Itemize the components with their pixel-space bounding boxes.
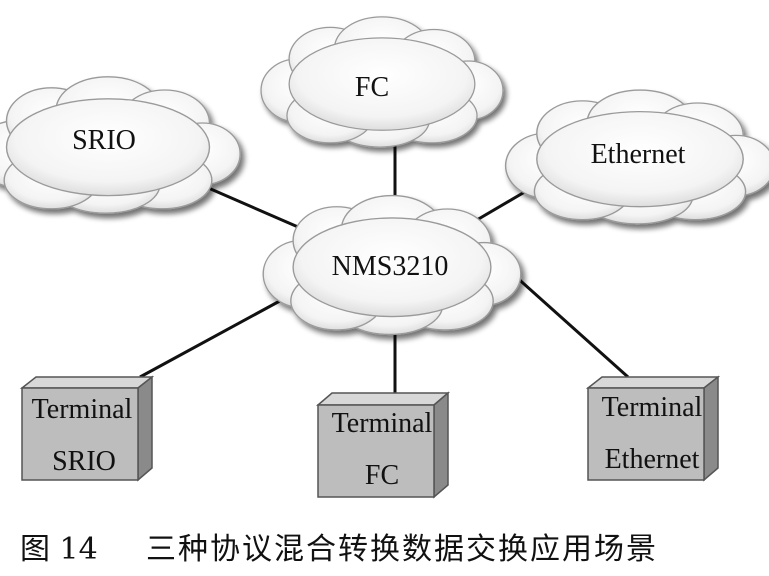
terminal-srio-box	[19, 375, 155, 482]
terminal-ethernet-label-line1: Terminal	[602, 392, 703, 423]
fc-cloud-label: FC	[355, 72, 389, 103]
figure-caption: 图 14 三种协议混合转换数据交换应用场景	[0, 518, 769, 568]
hub-label: NMS3210	[332, 251, 449, 282]
figure-number: 图 14	[20, 532, 98, 567]
srio-cloud-label: SRIO	[72, 125, 136, 156]
terminal-ethernet-label-line2: Ethernet	[605, 444, 700, 475]
terminal-ethernet-box	[585, 375, 721, 482]
terminal-srio-label-line1: Terminal	[32, 394, 133, 425]
figure-title: 三种协议混合转换数据交换应用场景	[146, 532, 658, 567]
terminal-fc-box	[315, 391, 451, 499]
terminal-srio-label-line2: SRIO	[52, 446, 116, 477]
ethernet-cloud-label: Ethernet	[591, 139, 686, 170]
link-terminal-srio	[139, 288, 301, 379]
terminal-fc-label-line1: Terminal	[332, 408, 433, 439]
terminal-fc-label-line2: FC	[365, 460, 399, 491]
